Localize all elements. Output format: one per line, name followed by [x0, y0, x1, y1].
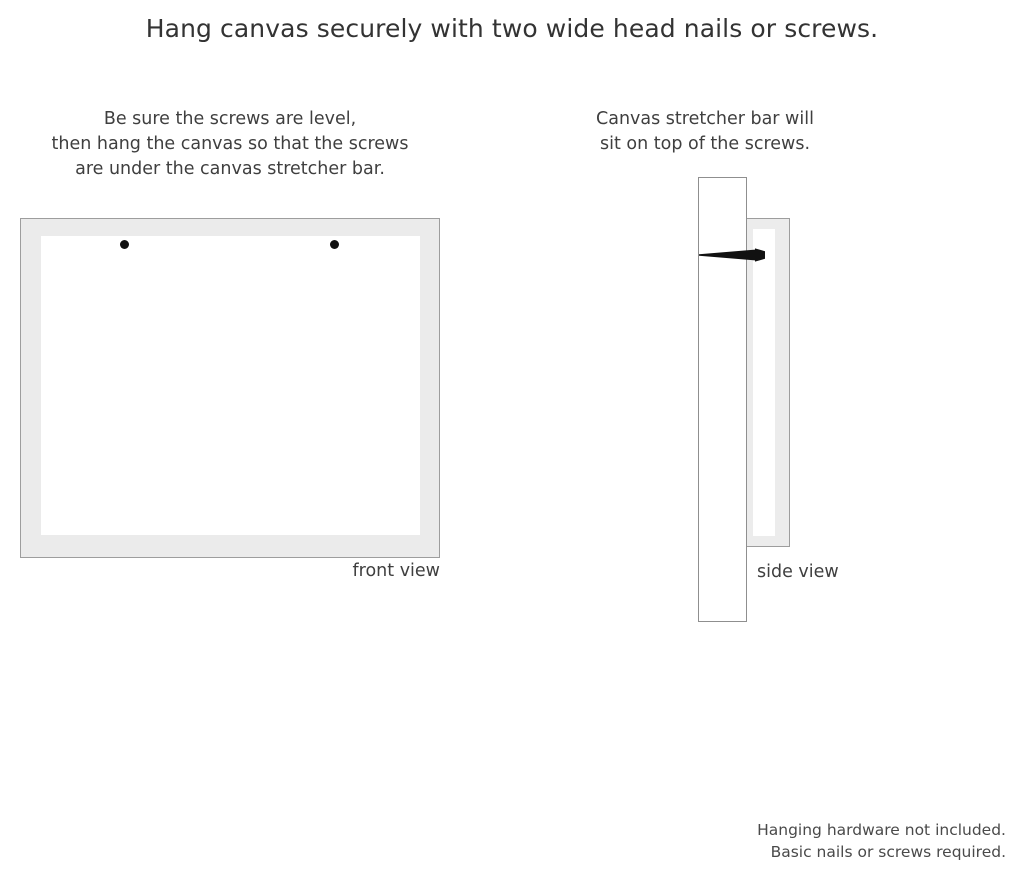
side-view-caption: Canvas stretcher bar will sit on top of … [585, 107, 825, 157]
front-view-canvas-face [41, 236, 420, 535]
front-view-caption-line-1: Be sure the screws are level, [103, 109, 357, 129]
front-view-canvas-frame [20, 218, 440, 558]
side-view-label: side view [757, 562, 839, 582]
side-view-caption-line-2: sit on top of the screws. [599, 134, 811, 154]
front-view-label: front view [352, 561, 441, 581]
page-title: Hang canvas securely with two wide head … [145, 14, 879, 43]
front-view-caption: Be sure the screws are level, then hang … [20, 107, 440, 182]
front-view-caption-line-3: are under the canvas stretcher bar. [75, 159, 385, 179]
front-view-left-screw-icon [120, 240, 129, 249]
side-view-wall [698, 177, 747, 622]
footer-line-2: Basic nails or screws required. [770, 843, 1006, 861]
side-view-screw-icon [699, 248, 765, 262]
side-view-canvas-face [753, 229, 775, 536]
front-view-right-screw-icon [330, 240, 339, 249]
side-view-caption-line-1: Canvas stretcher bar will [596, 109, 814, 129]
footer-disclaimer: Hanging hardware not included. Basic nai… [757, 819, 1006, 863]
side-view-stretcher-bar [745, 218, 790, 547]
front-view-caption-line-2: then hang the canvas so that the screws [51, 134, 409, 154]
footer-line-1: Hanging hardware not included. [757, 821, 1006, 839]
